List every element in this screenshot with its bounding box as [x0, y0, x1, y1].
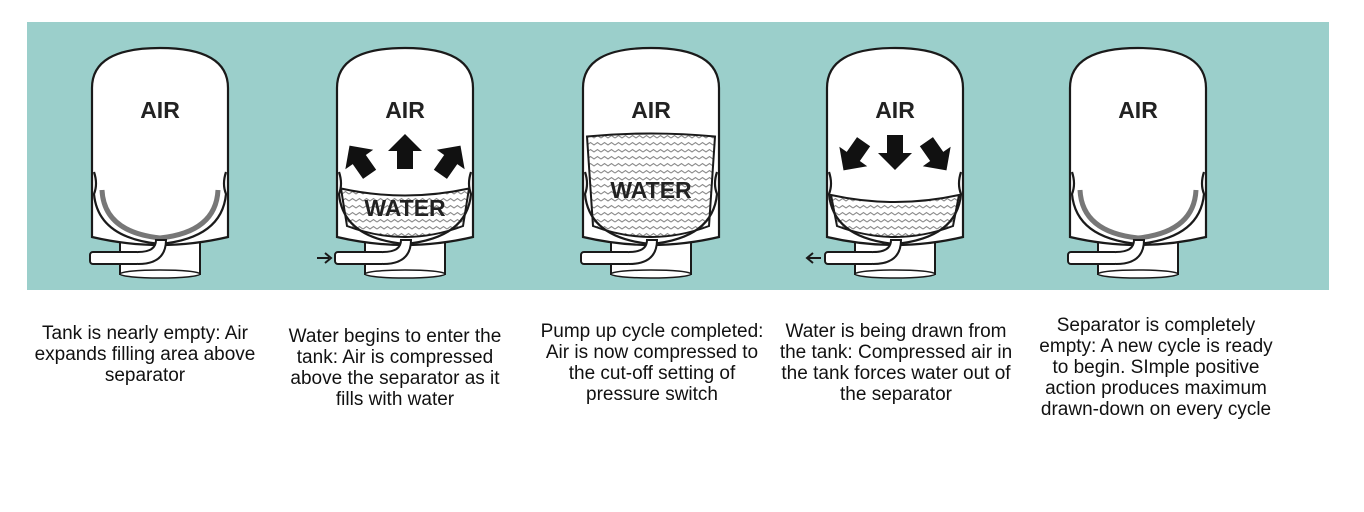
arrow-down-icon	[839, 137, 871, 171]
arrow-up-icon	[345, 145, 377, 179]
tank-base-rim	[854, 269, 936, 279]
air-label: AIR	[140, 97, 180, 123]
inlet-pipe	[89, 251, 141, 265]
water-volume	[585, 132, 717, 238]
air-label: AIR	[875, 97, 915, 123]
water-volume	[339, 187, 471, 238]
air-label: AIR	[631, 97, 671, 123]
caption-stage-2: Water begins to enter the tank: Air is c…	[288, 326, 502, 410]
water-volume	[829, 193, 961, 238]
inlet-pipe	[334, 251, 386, 265]
tank-base-rim	[610, 269, 692, 279]
separator-membrane	[1077, 189, 1199, 241]
arrow-down-icon	[919, 137, 951, 171]
tank-2: AIR WATER	[317, 46, 475, 279]
water-label: WATER	[364, 195, 446, 221]
caption-stage-4: Water is being drawn from the tank: Comp…	[779, 321, 1013, 405]
pipe-elbow	[1115, 239, 1146, 265]
air-label: AIR	[1118, 97, 1158, 123]
tank-4: AIR	[805, 46, 965, 279]
caption-stage-5: Separator is completely empty: A new cyc…	[1039, 315, 1273, 420]
arrow-up-icon	[388, 134, 422, 169]
flow-out-icon	[805, 252, 821, 264]
tank-base-rim	[119, 269, 201, 279]
caption-stage-3: Pump up cycle completed: Air is now comp…	[540, 321, 764, 405]
pipe-elbow	[872, 239, 903, 265]
arrow-up-icon	[433, 145, 465, 179]
pipe-elbow	[628, 239, 659, 265]
pipe-elbow	[137, 239, 168, 265]
tank-base-rim	[364, 269, 446, 279]
tank-3: AIR WATER	[580, 46, 721, 279]
separator-membrane	[99, 189, 221, 241]
inlet-pipe	[1067, 251, 1119, 265]
tank-stages-illustration: AIR AIR WATER AIR WATER AIR AIR	[89, 46, 1208, 279]
tank-1: AIR	[89, 46, 230, 279]
inlet-pipe	[824, 251, 876, 265]
flow-in-icon	[317, 252, 333, 264]
inlet-pipe	[580, 251, 632, 265]
tank-stages-panel: AIR AIR WATER AIR WATER AIR AIR	[27, 22, 1329, 290]
pipe-elbow	[382, 239, 413, 265]
arrow-down-icon	[878, 135, 912, 170]
caption-stage-1: Tank is nearly empty: Air expands fillin…	[34, 323, 256, 386]
tank-base-rim	[1097, 269, 1179, 279]
air-label: AIR	[385, 97, 425, 123]
tank-5: AIR	[1067, 46, 1208, 279]
water-label: WATER	[610, 177, 692, 203]
